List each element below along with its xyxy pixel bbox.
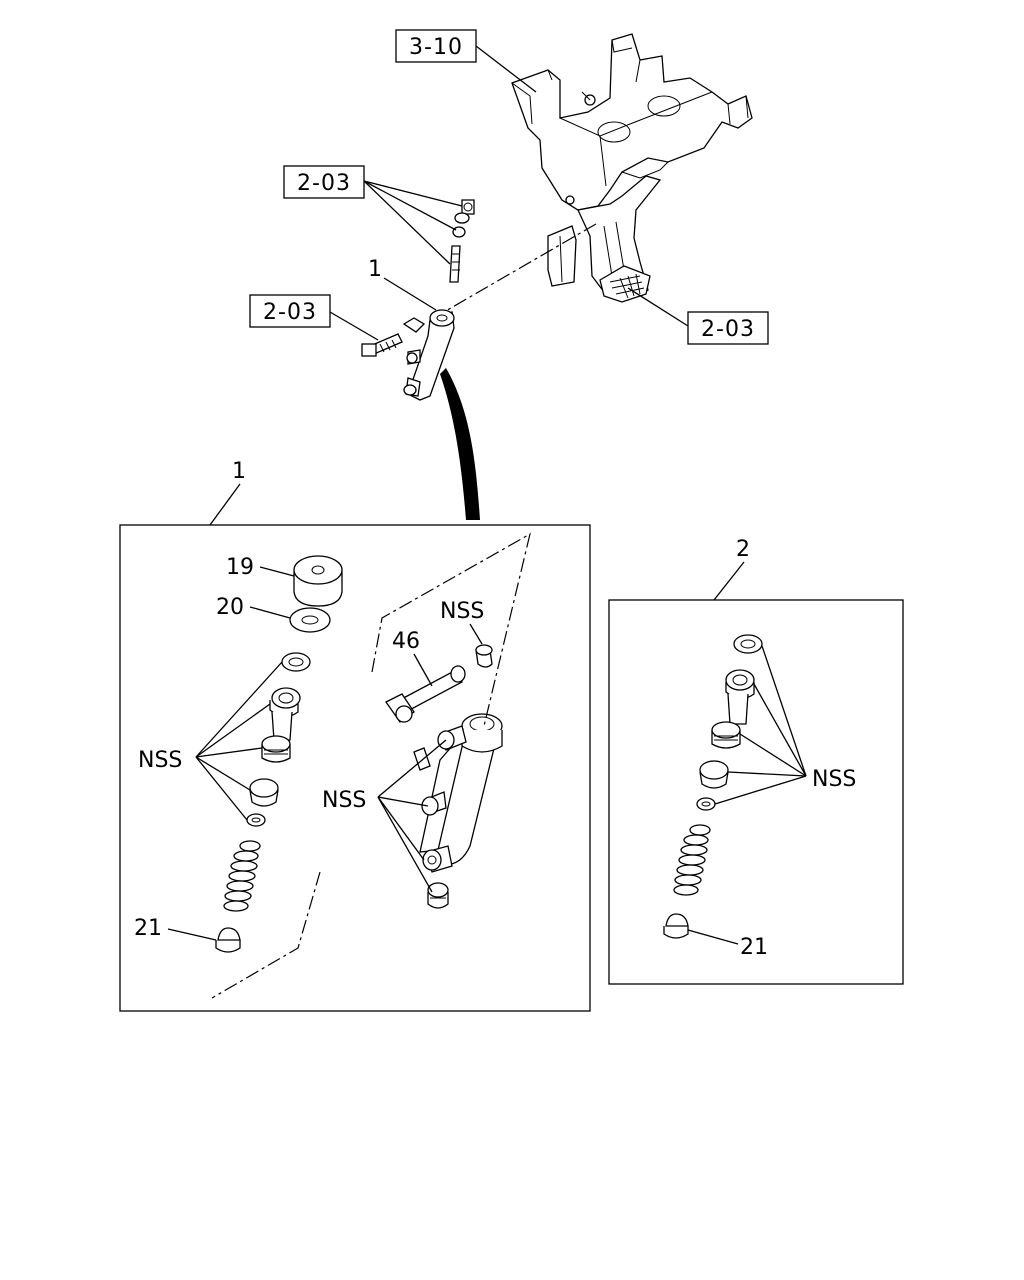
piston-stack-right: 21: [663, 634, 768, 960]
part-20-washer: 20: [216, 595, 331, 633]
cylinder-body-detail: [413, 713, 503, 909]
svg-text:NSS: NSS: [322, 788, 366, 813]
svg-text:21: 21: [134, 916, 162, 941]
pedal-bracket: [511, 33, 753, 303]
svg-text:19: 19: [226, 555, 254, 580]
svg-text:1: 1: [368, 257, 382, 282]
nss-label-box2: NSS: [714, 645, 856, 805]
piston-stack-left: 21: [134, 652, 311, 953]
svg-text:NSS: NSS: [812, 767, 856, 792]
part-19-cap: 19: [226, 555, 343, 607]
ref-label-bracket: 3-10: [395, 29, 537, 93]
ref-label-pedal: 2-03: [627, 287, 769, 345]
detail-box-1: 1 19 20: [119, 459, 591, 1012]
svg-text:2-03: 2-03: [701, 317, 755, 342]
detail-pointer-arrow: [440, 368, 480, 520]
master-cylinder-assembly: [361, 309, 455, 401]
part-21-box2: 21: [663, 913, 768, 960]
svg-text:1: 1: [232, 459, 246, 484]
callout-assembly-1: 1: [368, 257, 437, 311]
ref-label-pin: 2-03: [283, 165, 463, 265]
svg-text:2: 2: [736, 537, 750, 562]
svg-text:3-10: 3-10: [409, 35, 463, 60]
pedal-to-cylinder-line: [443, 223, 597, 313]
svg-text:2-03: 2-03: [263, 300, 317, 325]
svg-text:20: 20: [216, 595, 244, 620]
part-21-box1: 21: [134, 916, 241, 953]
svg-text:NSS: NSS: [138, 748, 182, 773]
part-46-pipe: 46: [385, 629, 466, 723]
nss-label-box1-left: NSS: [138, 661, 283, 821]
svg-text:21: 21: [740, 935, 768, 960]
pushrod-pin-hardware: [449, 199, 475, 283]
svg-text:NSS: NSS: [440, 599, 484, 624]
nss-label-box1-right: NSS: [322, 739, 447, 893]
svg-text:2-03: 2-03: [297, 171, 351, 196]
ref-label-bolt: 2-03: [249, 294, 379, 341]
svg-text:46: 46: [392, 629, 420, 654]
detail-box-2: 2: [608, 537, 904, 985]
nss-label-box1-top: NSS: [440, 599, 493, 668]
